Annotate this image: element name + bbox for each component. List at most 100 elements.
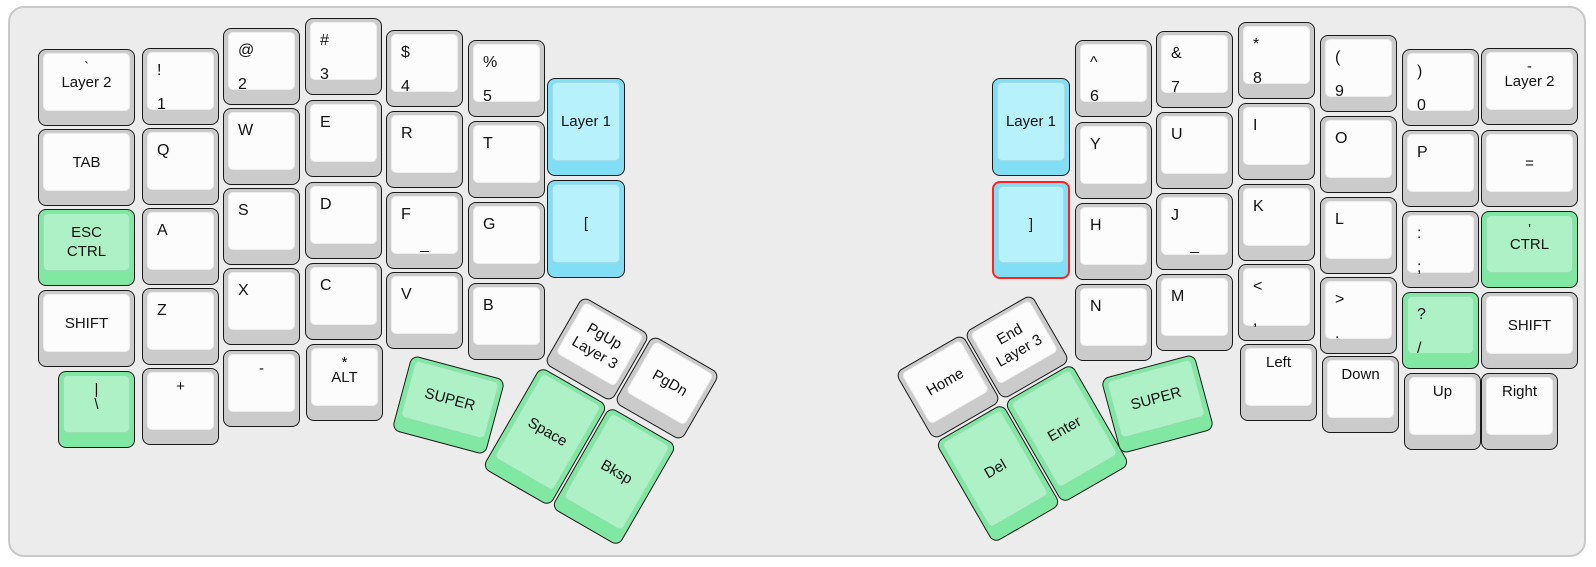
key-equals[interactable]: =	[1481, 130, 1578, 207]
key-pipe-backslash[interactable]: |\	[58, 371, 135, 448]
key-x[interactable]: X	[223, 268, 300, 345]
key-layer1-left[interactable]: Layer 1	[547, 78, 625, 176]
key-legend: ? /	[1417, 306, 1426, 357]
key-lbracket[interactable]: [	[547, 180, 625, 278]
key-p[interactable]: P	[1402, 130, 1479, 207]
key-z[interactable]: Z	[142, 288, 219, 365]
key-c[interactable]: C	[305, 263, 382, 340]
key-legend: Up	[1432, 383, 1453, 400]
key-shift-left[interactable]: SHIFT	[38, 290, 135, 367]
key-num-8[interactable]: * 8	[1238, 22, 1315, 99]
key-f[interactable]: F_	[386, 192, 463, 269]
keycap-top: TAB	[43, 133, 130, 191]
key-num-2[interactable]: @ 2	[223, 28, 300, 105]
key-j[interactable]: J_	[1156, 193, 1233, 270]
key-plus[interactable]: +	[142, 368, 219, 445]
keycap-top: Left	[1245, 348, 1312, 406]
key-esc-ctrl[interactable]: ESC CTRL	[38, 209, 135, 286]
key-minus-layer2[interactable]: -Layer 2	[1481, 48, 1578, 125]
key-legend: `	[84, 59, 89, 76]
key-l[interactable]: L	[1320, 197, 1397, 274]
key-num-1[interactable]: ! 1	[142, 48, 219, 125]
key-o[interactable]: O	[1320, 116, 1397, 193]
key-slash[interactable]: ? /	[1402, 292, 1479, 369]
key-left-arrow[interactable]: Left	[1240, 344, 1317, 421]
key-comma[interactable]: < ,	[1238, 264, 1315, 341]
key-period[interactable]: > .	[1320, 277, 1397, 354]
key-rbracket[interactable]: ]	[992, 181, 1070, 279]
key-down-arrow[interactable]: Down	[1322, 356, 1399, 433]
key-legend: I	[1253, 117, 1258, 134]
key-num-0[interactable]: ) 0	[1402, 49, 1479, 126]
key-legend: % 5	[483, 54, 498, 105]
key-q[interactable]: Q	[142, 128, 219, 205]
key-legend: F	[401, 206, 411, 223]
keycap-top: S	[228, 192, 295, 250]
key-semicolon[interactable]: : ;	[1402, 211, 1479, 288]
key-legend: ! 1	[157, 62, 166, 113]
key-legend: # 3	[320, 32, 329, 83]
key-legend: K	[1253, 198, 1264, 215]
key-legend: Layer 1	[1005, 113, 1057, 130]
key-k[interactable]: K	[1238, 184, 1315, 261]
key-num-6[interactable]: ^ 6	[1075, 40, 1152, 117]
key-legend: E	[320, 114, 331, 131]
key-legend: -	[1527, 58, 1532, 75]
key-up-arrow[interactable]: Up	[1404, 373, 1481, 450]
keycap-top: -	[228, 354, 295, 412]
key-legend: _	[420, 236, 429, 253]
keycap-top: : ;	[1407, 215, 1474, 276]
keycap-top: Q	[147, 132, 214, 190]
key-s[interactable]: S	[223, 188, 300, 265]
key-e[interactable]: E	[305, 100, 382, 177]
key-w[interactable]: W	[223, 108, 300, 185]
keycap-top: & 7	[1161, 35, 1228, 96]
keycap-top: U	[1161, 116, 1228, 174]
keycap-top: M	[1161, 278, 1228, 336]
key-num-3[interactable]: # 3	[305, 18, 382, 95]
key-num-5[interactable]: % 5	[468, 40, 545, 117]
key-h[interactable]: H	[1075, 203, 1152, 280]
keycap-top: < ,	[1243, 268, 1310, 329]
key-a[interactable]: A	[142, 208, 219, 285]
key-num-4[interactable]: $ 4	[386, 30, 463, 107]
key-legend: J	[1171, 207, 1179, 224]
key-u[interactable]: U	[1156, 112, 1233, 189]
key-legend: A	[157, 222, 168, 239]
key-layer1-right[interactable]: Layer 1	[992, 78, 1070, 176]
key-m[interactable]: M	[1156, 274, 1233, 351]
key-t[interactable]: T	[468, 121, 545, 198]
key-b[interactable]: B	[468, 283, 545, 360]
key-legend: Z	[157, 302, 167, 319]
key-legend: Y	[1090, 136, 1101, 153]
key-v[interactable]: V	[386, 272, 463, 349]
key-legend: D	[320, 196, 332, 213]
key-legend: '	[1528, 221, 1531, 238]
key-quote-ctrl[interactable]: 'CTRL	[1481, 211, 1578, 288]
key-num-7[interactable]: & 7	[1156, 31, 1233, 108]
key-y[interactable]: Y	[1075, 122, 1152, 199]
key-shift-right[interactable]: SHIFT	[1481, 292, 1578, 369]
keycap-top: N	[1080, 288, 1147, 346]
key-legend: Layer 2	[61, 73, 112, 91]
key-legend: R	[401, 125, 413, 142]
keycap-top: G	[473, 206, 540, 264]
key-star-alt[interactable]: *ALT	[306, 344, 383, 421]
keycap-top: |\	[63, 375, 130, 433]
key-n[interactable]: N	[1075, 284, 1152, 361]
keycap-top: > .	[1325, 281, 1392, 342]
key-tab[interactable]: TAB	[38, 129, 135, 206]
key-legend: O	[1335, 130, 1348, 147]
key-d[interactable]: D	[305, 182, 382, 259]
key-legend: P	[1417, 144, 1428, 161]
key-grave-layer2[interactable]: `Layer 2	[38, 49, 135, 126]
key-i[interactable]: I	[1238, 103, 1315, 180]
key-g[interactable]: G	[468, 202, 545, 279]
key-r[interactable]: R	[386, 111, 463, 188]
keycap-top: -Layer 2	[1486, 52, 1573, 110]
key-legend: T	[483, 135, 493, 152]
key-num-9[interactable]: ( 9	[1320, 35, 1397, 112]
key-minus-left[interactable]: -	[223, 350, 300, 427]
key-legend: =	[1525, 154, 1534, 172]
key-right-arrow[interactable]: Right	[1481, 373, 1558, 450]
